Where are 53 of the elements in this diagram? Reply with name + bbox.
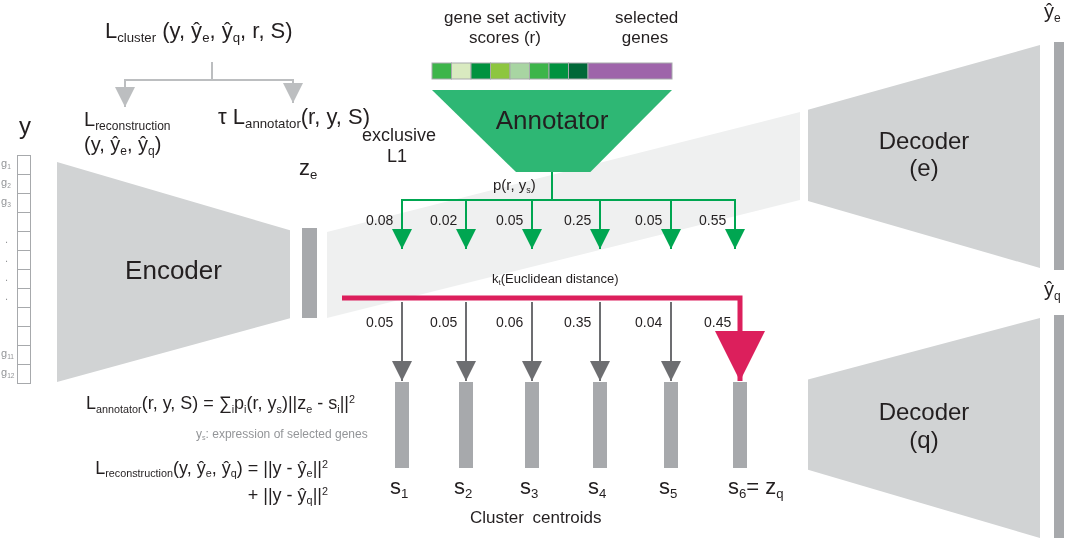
gene-label: . [5,290,9,303]
vector-label: y [19,112,31,140]
block-label: Encoder [124,256,223,286]
edge-label: 0.45 [704,314,732,331]
math-label: p(r, y$_{s}$) [493,176,536,196]
note-text: y$_{s}$: expression of selected genes [196,428,368,443]
arrow [522,301,542,382]
vector-label: s$_{6}$= z$_{q}$ [728,474,784,502]
caption-text: gene set activity scores (r) [443,8,567,49]
loss-formula: L$_{reconstruction}$(y, ŷ$_{e}$, ŷ$_{q}$) = ||y - ŷ$_{e}$||$^{2}$ + ||y - ŷ$_{q}$||$^{2}$ [94,456,328,509]
edge-label: 0.06 [496,314,524,331]
arrow [590,301,610,382]
gene-label: g$_{1}$ [1,157,11,171]
vector-label: s$_{2}$ [454,474,473,502]
vector-label: z$_{e}$ [299,155,318,183]
block-label: Decoder (e) [877,126,971,182]
vector-label: s$_{4}$ [588,474,607,502]
edge-label: 0.05 [635,212,663,229]
gene-label: . [5,252,9,265]
block-label: Decoder (q) [877,398,971,454]
arrow [551,171,745,250]
arrow [392,301,412,382]
arrow [211,61,303,104]
edge-label: 0.25 [564,212,592,229]
arrow [456,301,476,382]
vector-label: ŷ$_{e}$ [1044,0,1061,26]
gene-label: . [5,233,9,246]
loss-formula: L$_{cluster}$ (y, ŷ$_{e}$, ŷ$_{q}$, r, S) [105,18,320,62]
gene-label: g$_{3}$ [1,195,11,209]
gene-label: g$_{12}$ [1,366,15,380]
edge-label: 0.35 [564,314,592,331]
edge-label: 0.02 [430,212,458,229]
loss-formula: L$_{annotator}$(r, y, S) = ∑$_{i}$p$_{i}$(r, y$_{s}$)||z$_{e}$ - s$_{i}$||$^{2}$ [86,393,356,416]
edge-label: 0.04 [635,314,663,331]
edge-label: 0.05 [496,212,524,229]
edge-label: 0.05 [430,314,458,331]
gene-label: g$_{2}$ [1,176,11,190]
gene-label: g$_{11}$ [1,347,14,361]
edge-label: 0.55 [699,212,727,229]
arrow [661,301,681,382]
math-label: k$_{t}$(Euclidean distance) [492,272,619,289]
edge-label: 0.08 [366,212,394,229]
arrow [342,295,765,381]
vector-label: ŷ$_{q}$ [1044,278,1061,304]
edge-label: 0.05 [366,314,394,331]
gene-label: . [5,271,9,284]
block-label: Annotator [494,106,610,136]
vector-label: s$_{3}$ [520,474,539,502]
loss-formula: L$_{reconstruction}$ (y, ŷ$_{e}$, ŷ$_{q}$) [84,108,184,164]
vector-label: s$_{1}$ [390,474,409,502]
vector-label: s$_{5}$ [659,474,678,502]
caption-text: selected genes [615,8,675,49]
caption-text: Cluster centroids [470,508,602,528]
